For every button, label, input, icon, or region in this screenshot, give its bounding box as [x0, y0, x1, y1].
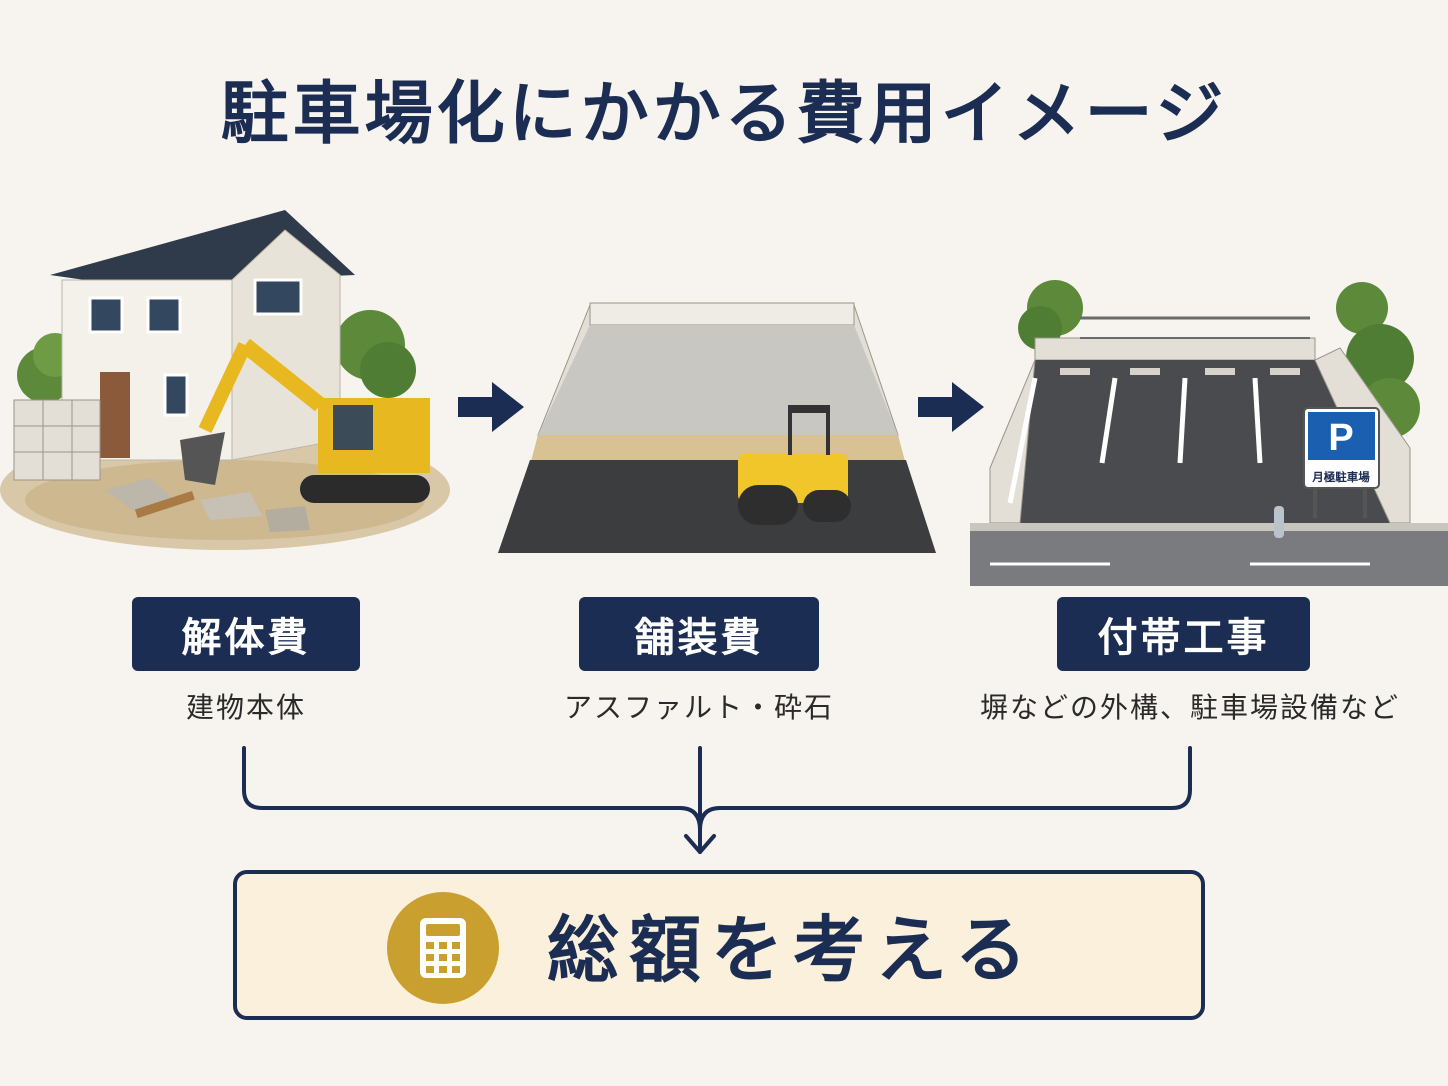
step-sub-ancillary: 塀などの外構、駐車場設備など [979, 691, 1400, 724]
parking-lot-illustration: P 月極駐車場 [970, 280, 1448, 586]
step-sub-paving: アスファルト・砕石 [563, 691, 834, 724]
arrow-right-icon [918, 382, 984, 432]
house-demolition-illustration [0, 210, 450, 550]
calculator-icon [387, 892, 499, 1004]
sum-bracket-connector [242, 746, 1192, 854]
parking-sign-text: 月極駐車場 [1311, 470, 1370, 484]
total-label: 総額を考える [547, 908, 1037, 992]
step-label-demolition: 解体費 [132, 597, 360, 671]
parking-sign-letter: P [1328, 417, 1353, 459]
paving-roller-illustration [498, 302, 936, 553]
arrow-right-icon [458, 382, 524, 432]
step-label-paving: 舗装費 [579, 597, 819, 671]
step-label-ancillary: 付帯工事 [1057, 597, 1310, 671]
page-title: 駐車場化にかかる費用イメージ [220, 75, 1228, 154]
total-cost-box: 総額を考える [233, 870, 1205, 1020]
step-sub-demolition: 建物本体 [185, 691, 306, 724]
